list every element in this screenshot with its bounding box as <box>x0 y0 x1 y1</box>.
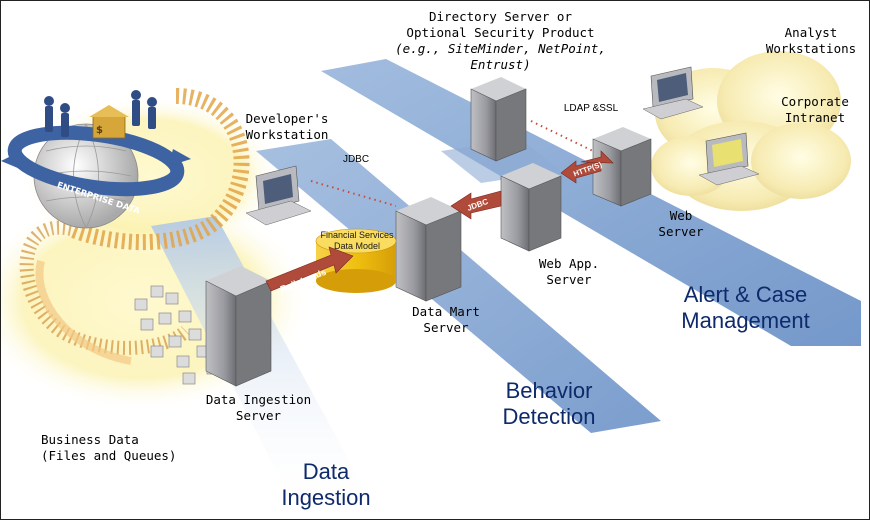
enterprise-data-spiral <box>19 88 250 365</box>
corporate-intranet-cloud <box>651 51 851 211</box>
developers-workstation-label: Developer's Workstation <box>245 111 329 142</box>
web-server-label: Web Server <box>658 208 704 239</box>
connection-lines <box>310 120 594 207</box>
web-app-server-icon <box>500 163 562 252</box>
data-ingestion-server-icon <box>205 266 272 387</box>
enterprise-globe: $ <box>1 105 191 229</box>
data-ingestion-title: Data Ingestion <box>281 459 371 510</box>
svg-text:$: $ <box>96 125 103 136</box>
alert-case-band <box>321 59 861 346</box>
financial-services-model-label: Financial Services Data Model <box>320 230 394 251</box>
alert-case-management-title: Alert & Case Management <box>681 282 810 333</box>
directory-server-label: Directory Server or Optional Security Pr… <box>395 9 606 72</box>
directory-server-icon <box>470 77 527 162</box>
analyst-workstations-label: Analyst Workstations <box>765 25 857 56</box>
web-app-server-label: Web App. Server <box>538 256 600 287</box>
people-icon <box>44 90 157 137</box>
ldap-ssl-label: LDAP &SSL <box>563 103 619 114</box>
analyst-workstation-icon <box>642 66 704 120</box>
jdbc-label: JDBC <box>342 154 370 165</box>
corporate-intranet-label: Corporate Intranet <box>781 94 849 125</box>
web-server-icon <box>592 127 652 207</box>
behavior-detection-title: Behavior Detection <box>502 378 596 429</box>
jdbc-arrow <box>450 190 502 220</box>
data-ingestion-server-label: Data Ingestion Server <box>205 392 312 423</box>
developer-workstation-icon <box>245 165 312 226</box>
https-arrow <box>560 150 614 184</box>
bulk-loads-arrow <box>265 246 354 292</box>
data-mart-server-label: Data Mart Server <box>412 304 480 335</box>
data-mart-server-icon <box>395 197 462 302</box>
business-data-label: Business Data (Files and Queues) <box>41 432 177 463</box>
intranet-workstation-icon <box>698 132 760 186</box>
